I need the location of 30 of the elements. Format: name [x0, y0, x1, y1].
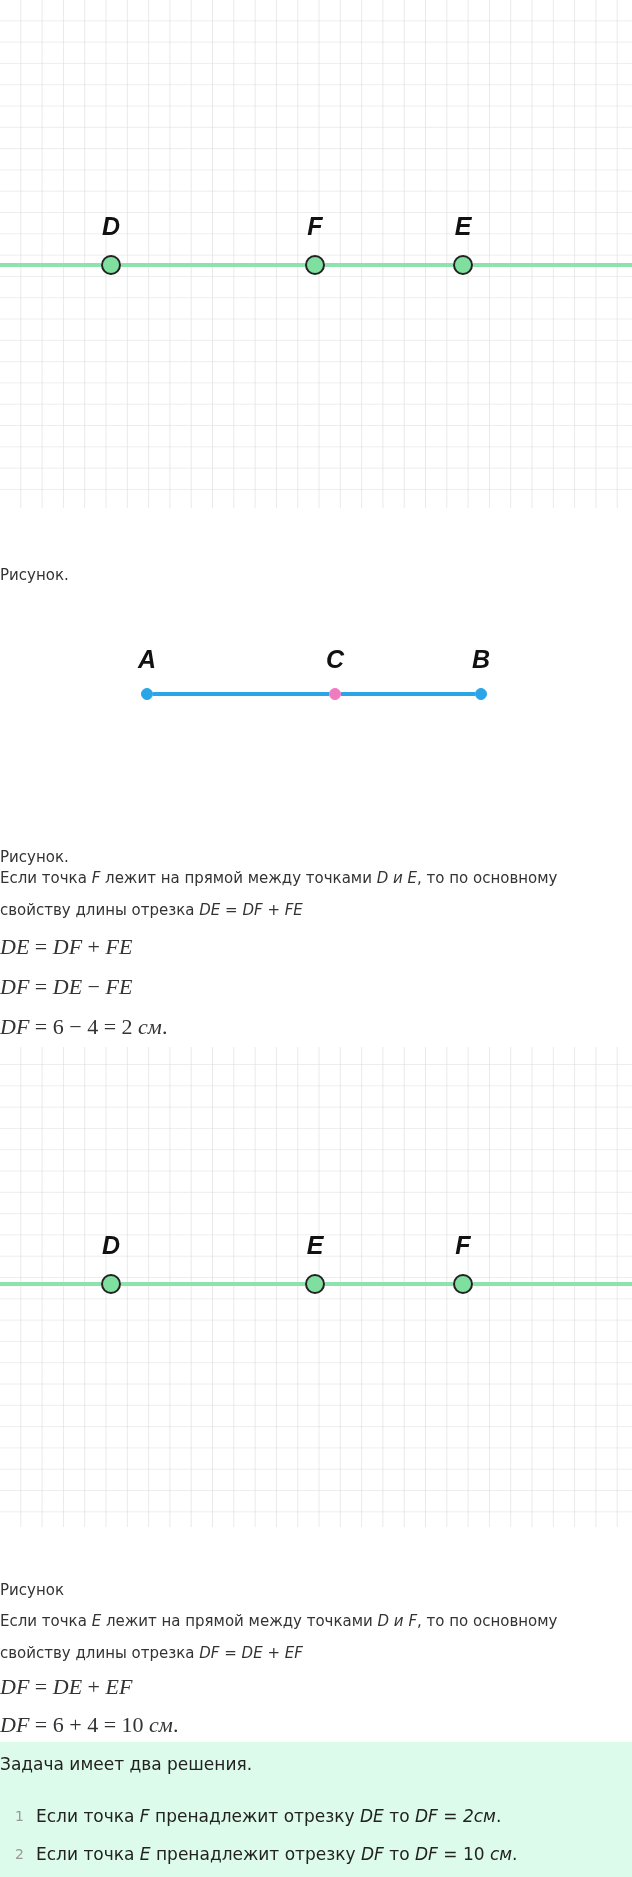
answer-heading: Задача имеет два решения.	[0, 1753, 254, 1776]
line-segment	[121, 263, 305, 267]
formula: DE = DF + FE	[0, 933, 134, 961]
formula: DF = 6 + 4 = 10 см.	[0, 1711, 180, 1739]
point-label: C	[324, 644, 346, 674]
point-label: B	[470, 644, 492, 674]
list-number: 2	[15, 1845, 25, 1864]
line-segment	[153, 692, 329, 696]
point-label: A	[136, 644, 158, 674]
paragraph: Если точка F лежит на прямой между точками D и E, то по основному свойству длины отрезка DE = DF + FE	[0, 868, 559, 921]
formula: DF = DE − FE	[0, 973, 134, 1001]
figure-caption: Рисунок	[0, 1580, 65, 1601]
list-item: Если точка E пренадлежит отрезку DF то DF = 10 см.	[36, 1843, 519, 1866]
point-label: D	[100, 1230, 122, 1260]
list-number: 1	[15, 1807, 25, 1826]
figure-caption: Рисунок.	[0, 847, 70, 868]
line-segment	[325, 263, 453, 267]
formula: DF = 6 − 4 = 2 см.	[0, 1013, 169, 1041]
list-item: Если точка F пренадлежит отрезку DE то DF = 2см.	[36, 1805, 503, 1828]
formula: DF = DE + EF	[0, 1673, 134, 1701]
point-label: E	[305, 1230, 325, 1260]
figure-caption: Рисунок.	[0, 565, 70, 586]
point-label: D	[100, 211, 122, 241]
line-segment	[325, 1282, 453, 1286]
point-label: E	[453, 211, 473, 241]
point-label: F	[454, 1230, 472, 1260]
paragraph: Если точка E лежит на прямой между точками D и F, то по основному свойству длины отрезка DF = DE + EF	[0, 1611, 559, 1664]
line-segment	[121, 1282, 305, 1286]
line-segment	[341, 692, 475, 696]
point-label: F	[306, 211, 324, 241]
